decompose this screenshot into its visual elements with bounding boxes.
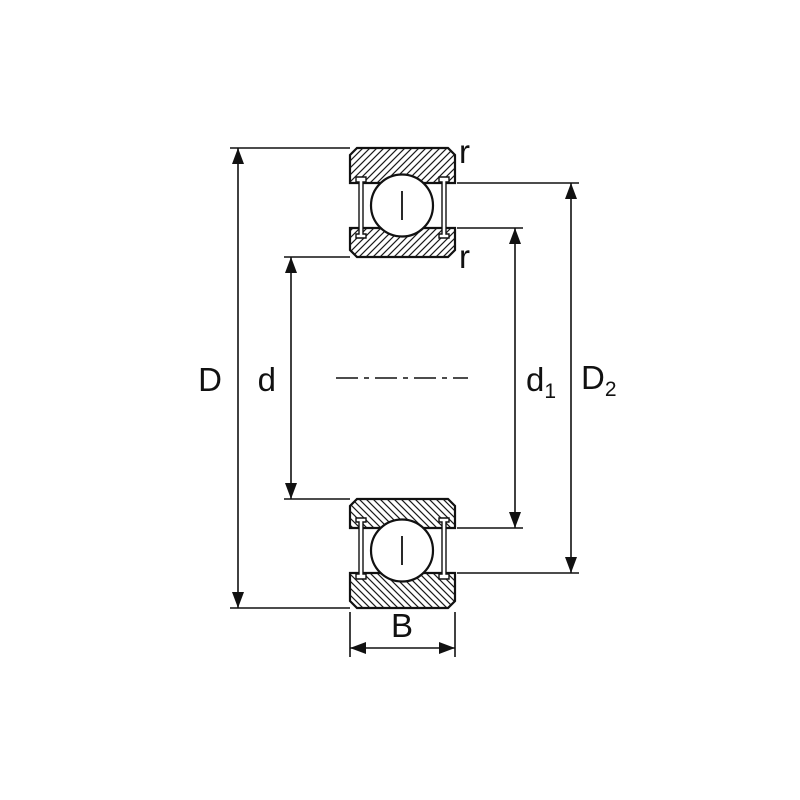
- dimension-d: d: [258, 256, 350, 500]
- label-B: B: [391, 607, 413, 644]
- label-D2-sub: 2: [605, 378, 617, 401]
- dimension-d1: d1: [457, 227, 556, 529]
- bearing-top-section: [348, 146, 457, 259]
- dimension-D: D: [198, 147, 350, 609]
- label-D2: D2: [581, 359, 617, 401]
- label-D: D: [198, 361, 222, 398]
- label-d1-sub: 1: [544, 380, 556, 403]
- label-r-inner: r: [459, 238, 470, 275]
- dimension-D2: D2: [457, 182, 617, 574]
- label-d1: d1: [526, 361, 556, 403]
- label-d1-main: d: [526, 361, 544, 398]
- label-d: d: [258, 361, 276, 398]
- bearing-bottom-section: [348, 497, 457, 610]
- label-r-outer: r: [459, 133, 470, 170]
- label-D2-main: D: [581, 359, 605, 396]
- dimension-B: B: [349, 607, 456, 657]
